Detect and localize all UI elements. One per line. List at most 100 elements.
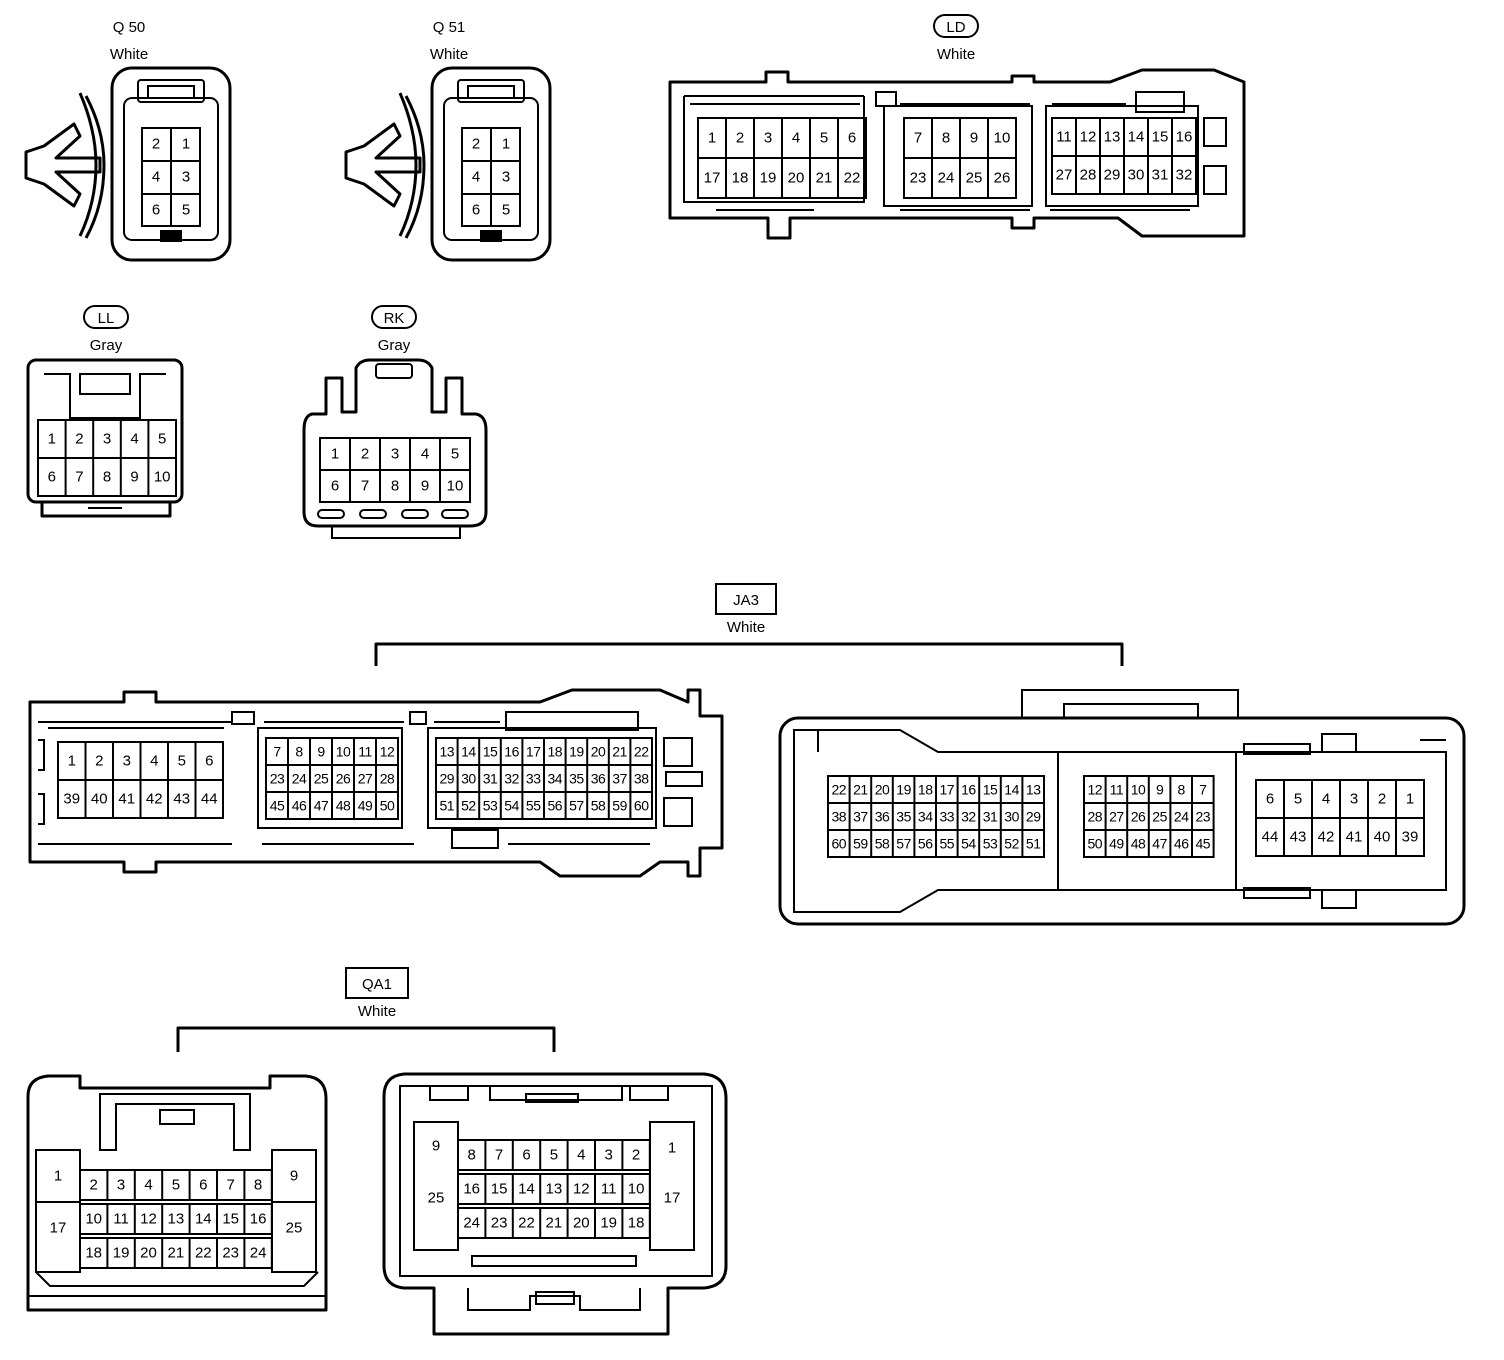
ja3-ra-pin: 15	[983, 782, 998, 798]
ja3-rb-pin: 25	[1152, 809, 1167, 825]
ll-grid-pin: 2	[75, 431, 83, 448]
q50-pin: 6	[152, 202, 160, 219]
q51-pin: 3	[502, 169, 510, 186]
rk-grid-pin: 1	[331, 446, 339, 463]
ja3-ra-pin: 36	[875, 809, 890, 825]
ja3-la-pin: 5	[178, 753, 186, 770]
ja3-rb-pin: 7	[1199, 782, 1207, 798]
qa1-r-pin: 16	[463, 1181, 480, 1198]
qa1-r-pin: 15	[491, 1181, 508, 1198]
ja3-la-pin: 40	[91, 791, 108, 808]
ld-a-pin: 19	[760, 170, 777, 187]
q50-pin: 2	[152, 136, 160, 153]
ld-a-pin: 2	[736, 130, 744, 147]
ja3-rc-pin: 44	[1262, 829, 1279, 846]
ja3-ra-pin: 53	[983, 836, 998, 852]
ja3-lc-pin: 30	[461, 771, 476, 787]
ld-b-pin: 24	[938, 170, 955, 187]
ja3-rc-pin: 43	[1290, 829, 1307, 846]
qa1-tag-outline	[345, 967, 409, 999]
q50-pin: 4	[152, 169, 160, 186]
ja3-la-pin: 39	[63, 791, 80, 808]
ja3-lc-pin: 18	[548, 744, 563, 760]
ja3-lb-pin: 46	[292, 798, 307, 814]
ja3-lb-pin: 10	[336, 744, 351, 760]
rk-grid-pin: 2	[361, 446, 369, 463]
ld-a-pin: 3	[764, 130, 772, 147]
ja3-ra-pin: 58	[875, 836, 890, 852]
ll-grid-pin: 10	[154, 469, 171, 486]
q50-pin-grid: 2 1 4 3 6 5	[141, 127, 201, 227]
ld-c-pin: 31	[1152, 167, 1169, 184]
ja3-ra-pin: 14	[1004, 782, 1019, 798]
ld-b-pin: 9	[970, 130, 978, 147]
ja3-lc-pin: 16	[504, 744, 519, 760]
ja3-lc-pin: 31	[483, 771, 498, 787]
ja3-lc-pin: 22	[634, 744, 649, 760]
rk-grid-pin: 10	[447, 478, 464, 495]
qa1-r-pin: 22	[518, 1215, 535, 1232]
ld-a-pin: 1	[708, 130, 716, 147]
ja3-lc-pin: 54	[504, 798, 519, 814]
ja3-lb-pin: 11	[358, 744, 372, 760]
ja3-lc-pin: 35	[569, 771, 584, 787]
ja3-tag-outline	[715, 583, 777, 615]
ja3-ra-pin: 33	[940, 809, 955, 825]
qa1-l-pin: 12	[140, 1211, 157, 1228]
qa1-left-pin: 1	[54, 1168, 62, 1185]
ld-b-pin: 25	[966, 170, 983, 187]
ja3-lb-pin: 45	[270, 798, 285, 814]
qa1-r-pin: 24	[463, 1215, 480, 1232]
ja3-rc-pin: 4	[1322, 791, 1330, 808]
ld-c-pin: 30	[1128, 167, 1145, 184]
qa1-left-pin: 25	[286, 1220, 303, 1237]
ld-color: White	[937, 46, 975, 63]
ja3-rb-pin: 46	[1174, 836, 1189, 852]
qa1-r-pin: 10	[628, 1181, 645, 1198]
ja3-rb-pin: 47	[1152, 836, 1167, 852]
connector-q50: Q 50 White 2 1 4 3 6 5	[24, 19, 232, 262]
ja3-lc-pin: 21	[612, 744, 627, 760]
qa1-l-pin: 22	[195, 1245, 212, 1262]
ja3-lc-pin: 57	[569, 798, 584, 814]
ja3-rc-pin: 40	[1374, 829, 1391, 846]
ll-grid-pin: 1	[48, 431, 56, 448]
ja3-lc-pin: 17	[526, 744, 541, 760]
ld-name: LD	[946, 19, 965, 36]
ld-b-pin: 10	[994, 130, 1011, 147]
ja3-lb-pin: 26	[336, 771, 351, 787]
ja3-lc-pin: 53	[483, 798, 498, 814]
ja3-rc-pin: 39	[1402, 829, 1419, 846]
rk-grid-pin: 9	[421, 478, 429, 495]
qa1-right-pin: 1	[668, 1140, 676, 1157]
ja3-lc-pin: 32	[504, 771, 519, 787]
ja3-ra-pin: 13	[1026, 782, 1041, 798]
q50-pin: 3	[182, 169, 190, 186]
ja3-lc-pin: 56	[548, 798, 563, 814]
qa1-r-pin: 3	[605, 1147, 613, 1164]
ja3-rb-pin: 45	[1196, 836, 1211, 852]
ja3-la-pin: 41	[118, 791, 135, 808]
ja3-ra-pin: 32	[961, 809, 976, 825]
ja3-lc-pin: 29	[440, 771, 455, 787]
ll-grid-pin: 7	[75, 469, 83, 486]
ja3-lc-pin: 38	[634, 771, 649, 787]
rk-color: Gray	[378, 337, 411, 354]
qa1-right-housing: 9 25 1 17	[382, 1072, 728, 1336]
ja3-rc-pin: 5	[1294, 791, 1302, 808]
qa1-left-pin: 17	[50, 1220, 67, 1237]
qa1-l-pin: 3	[117, 1177, 125, 1194]
ld-c-pin: 28	[1080, 167, 1097, 184]
q51-pin: 4	[472, 169, 480, 186]
qa1-l-pin: 14	[195, 1211, 212, 1228]
ja3-ra-pin: 19	[896, 782, 911, 798]
ja3-rb-pin: 50	[1088, 836, 1103, 852]
qa1-l-pin: 20	[140, 1245, 157, 1262]
qa1-r-pin: 7	[495, 1147, 503, 1164]
